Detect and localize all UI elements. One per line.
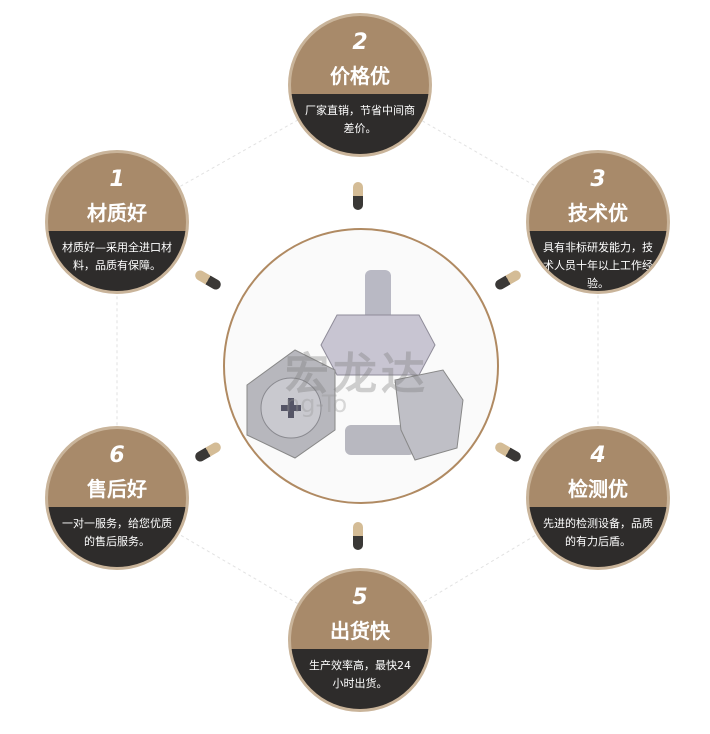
feature-circle-3: 3 技术优 具有非标研发能力，技术人员十年以上工作经验。: [529, 153, 667, 291]
capsule-connector: [353, 522, 363, 550]
feature-desc: 一对一服务，给您优质的售后服务。: [62, 517, 172, 548]
feature-title: 技术优: [568, 201, 628, 225]
watermark-text: ng-To: [285, 390, 348, 418]
feature-number: 3: [590, 167, 606, 192]
watermark-logo: 宏龙达: [285, 349, 429, 400]
feature-bottom: [291, 94, 429, 154]
feature-bottom: [48, 507, 186, 567]
feature-circle-4: 4 检测优 先进的检测设备，品质的有力后盾。: [529, 429, 667, 567]
feature-title: 出货快: [330, 619, 390, 643]
feature-bottom: [529, 507, 667, 567]
feature-number: 2: [352, 30, 368, 55]
feature-number: 4: [590, 443, 606, 468]
feature-title: 材质好: [87, 201, 147, 225]
feature-desc: 具有非标研发能力，技术人员十年以上工作经验。: [543, 241, 653, 290]
feature-desc: 材质好—采用全进口材料，品质有保障。: [62, 241, 172, 272]
feature-title: 价格优: [330, 64, 390, 88]
feature-bottom: [291, 649, 429, 709]
feature-circle-5: 5 出货快 生产效率高，最快24小时出货。: [291, 571, 429, 709]
capsule-connector: [353, 182, 363, 210]
screws-image: [246, 270, 464, 461]
feature-title: 检测优: [568, 477, 628, 501]
feature-bottom: [529, 231, 667, 291]
feature-desc: 先进的检测设备，品质的有力后盾。: [543, 517, 653, 548]
feature-desc: 厂家直销，节省中间商差价。: [305, 104, 415, 135]
product-photo: 宏龙达 ng-To: [223, 228, 499, 504]
feature-title: 售后好: [87, 477, 147, 501]
feature-desc: 生产效率高，最快24小时出货。: [309, 659, 411, 690]
feature-circle-2: 2 价格优 厂家直销，节省中间商差价。: [291, 16, 429, 154]
feature-circle-6: 6 售后好 一对一服务，给您优质的售后服务。: [48, 429, 186, 567]
feature-number: 5: [352, 585, 368, 610]
feature-bottom: [48, 231, 186, 291]
feature-number: 1: [109, 167, 125, 192]
feature-circle-1: 1 材质好 材质好—采用全进口材料，品质有保障。: [48, 153, 186, 291]
feature-number: 6: [109, 443, 125, 468]
